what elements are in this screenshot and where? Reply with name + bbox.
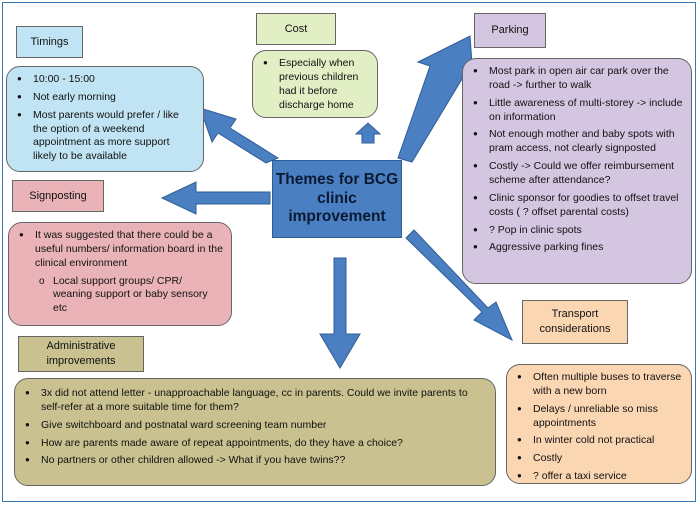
arrow-to-admin [319, 257, 361, 369]
central-theme-node: Themes for BCG clinic improvement [272, 160, 402, 238]
list-item: Costly [507, 452, 685, 466]
list-item: Often multiple buses to traverse with a … [507, 371, 685, 399]
list-item: 3x did not attend letter - unapproachabl… [15, 387, 487, 415]
list-item: No partners or other children allowed ->… [15, 454, 487, 468]
timings-label-text: Timings [30, 35, 69, 48]
list-item: Most parents would prefer / like the opt… [7, 109, 195, 164]
list-item: Costly -> Could we offer reimbursement s… [463, 160, 683, 188]
transport-box: Often multiple buses to traverse with a … [506, 364, 692, 484]
timings-box: 10:00 - 15:00 Not early morning Most par… [6, 66, 204, 172]
list-item: Little awareness of multi-storey -> incl… [463, 97, 683, 125]
signposting-list: It was suggested that there could be a u… [9, 229, 223, 316]
timings-list: 10:00 - 15:00 Not early morning Most par… [7, 73, 195, 164]
center-line-3: improvement [288, 208, 386, 226]
signposting-box: It was suggested that there could be a u… [8, 222, 232, 326]
list-item: Most park in open air car park over the … [463, 65, 683, 93]
list-item: Clinic sponsor for goodies to offset tra… [463, 192, 683, 220]
admin-label-line-2: improvements [46, 355, 116, 367]
list-subitem: Local support groups/ CPR/ weaning suppo… [9, 275, 223, 317]
arrow-to-cost [354, 122, 382, 144]
cost-list: Especially when previous children had it… [253, 57, 371, 112]
parking-list: Most park in open air car park over the … [463, 65, 683, 255]
list-item: ? offer a taxi service [507, 470, 685, 484]
arrow-to-transport [405, 229, 514, 342]
center-line-2: clinic [317, 189, 357, 207]
list-item: How are parents made aware of repeat app… [15, 437, 487, 451]
cost-label: Cost [256, 13, 336, 45]
arrow-to-timings [199, 107, 280, 164]
transport-label: Transport considerations [522, 300, 628, 344]
parking-label: Parking [474, 13, 546, 48]
diagram-frame [2, 2, 696, 502]
transport-list: Often multiple buses to traverse with a … [507, 371, 685, 484]
list-item: Especially when previous children had it… [253, 57, 371, 112]
parking-label-text: Parking [491, 24, 529, 37]
admin-box: 3x did not attend letter - unapproachabl… [14, 378, 496, 486]
cost-label-text: Cost [284, 22, 308, 35]
list-item: Aggressive parking fines [463, 241, 683, 255]
admin-list: 3x did not attend letter - unapproachabl… [15, 387, 487, 468]
timings-label: Timings [16, 26, 83, 58]
transport-label-line-1: Transport [551, 308, 599, 321]
cost-box: Especially when previous children had it… [252, 50, 378, 118]
list-item: Not early morning [7, 91, 195, 105]
list-item: Not enough mother and baby spots with pr… [463, 128, 683, 156]
arrow-to-signposting [160, 181, 271, 215]
signposting-label: Signposting [12, 180, 104, 212]
admin-label-line-1: Administrative [46, 340, 116, 353]
center-line-1: Themes for BCG [275, 170, 399, 188]
list-item: It was suggested that there could be a u… [9, 229, 223, 271]
list-item: Give switchboard and postnatal ward scre… [15, 419, 487, 433]
transport-label-line-2: considerations [539, 323, 611, 335]
signposting-label-text: Signposting [29, 189, 87, 202]
parking-box: Most park in open air car park over the … [462, 58, 692, 284]
list-item: Delays / unreliable so miss appointments [507, 403, 685, 431]
list-item: ? Pop in clinic spots [463, 224, 683, 238]
list-item: 10:00 - 15:00 [7, 73, 195, 87]
list-item: In winter cold not practical [507, 434, 685, 448]
admin-label: Administrative improvements [18, 336, 144, 372]
